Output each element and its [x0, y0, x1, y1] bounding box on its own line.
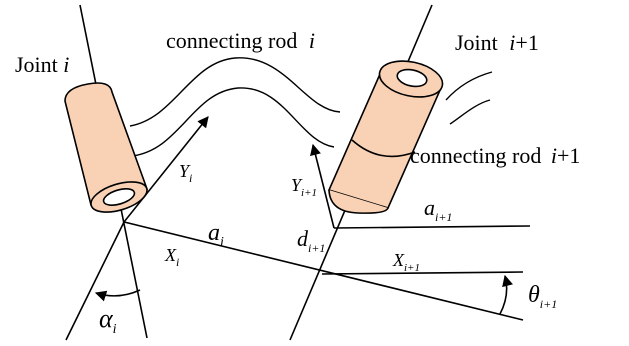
- theta-angle-arc: [499, 274, 513, 315]
- joint-i-cylinder: [64, 82, 149, 213]
- connecting-rod-i1-upper: [445, 71, 493, 101]
- connecting-rod-i-lower: [131, 87, 335, 157]
- label-y-i1: Yi+1: [291, 175, 317, 199]
- label-connecting-rod-i: connecting rod i: [166, 28, 315, 53]
- label-alpha-i: αi: [99, 304, 117, 337]
- alpha-ref-line-left: [65, 221, 125, 341]
- label-x-i1: Xi+1: [392, 250, 420, 274]
- label-connecting-rod-i1: connecting rod i+1: [410, 143, 580, 168]
- y-i-axis-arrow: [123, 116, 209, 223]
- connecting-rod-i1-lower: [449, 99, 491, 125]
- label-a-i: ai: [208, 220, 224, 250]
- x-i1-axis-line: [321, 271, 524, 275]
- label-d-i1: di+1: [297, 226, 325, 255]
- label-joint-i: Joint i: [15, 52, 69, 77]
- alpha-angle-arc: [94, 289, 141, 302]
- x-i-axis-line: [123, 221, 524, 321]
- label-theta-i1: θi+1: [528, 282, 557, 311]
- label-x-i: Xi: [164, 245, 179, 269]
- label-y-i: Yi: [179, 161, 192, 185]
- label-joint-i1: Joint i+1: [455, 30, 539, 55]
- a-i1-line: [333, 225, 531, 229]
- joint-i1-cylinder: [327, 60, 444, 214]
- connecting-rod-i-upper: [129, 57, 341, 127]
- y-i1-axis-arrow: [310, 143, 335, 229]
- label-a-i1: ai+1: [424, 195, 452, 224]
